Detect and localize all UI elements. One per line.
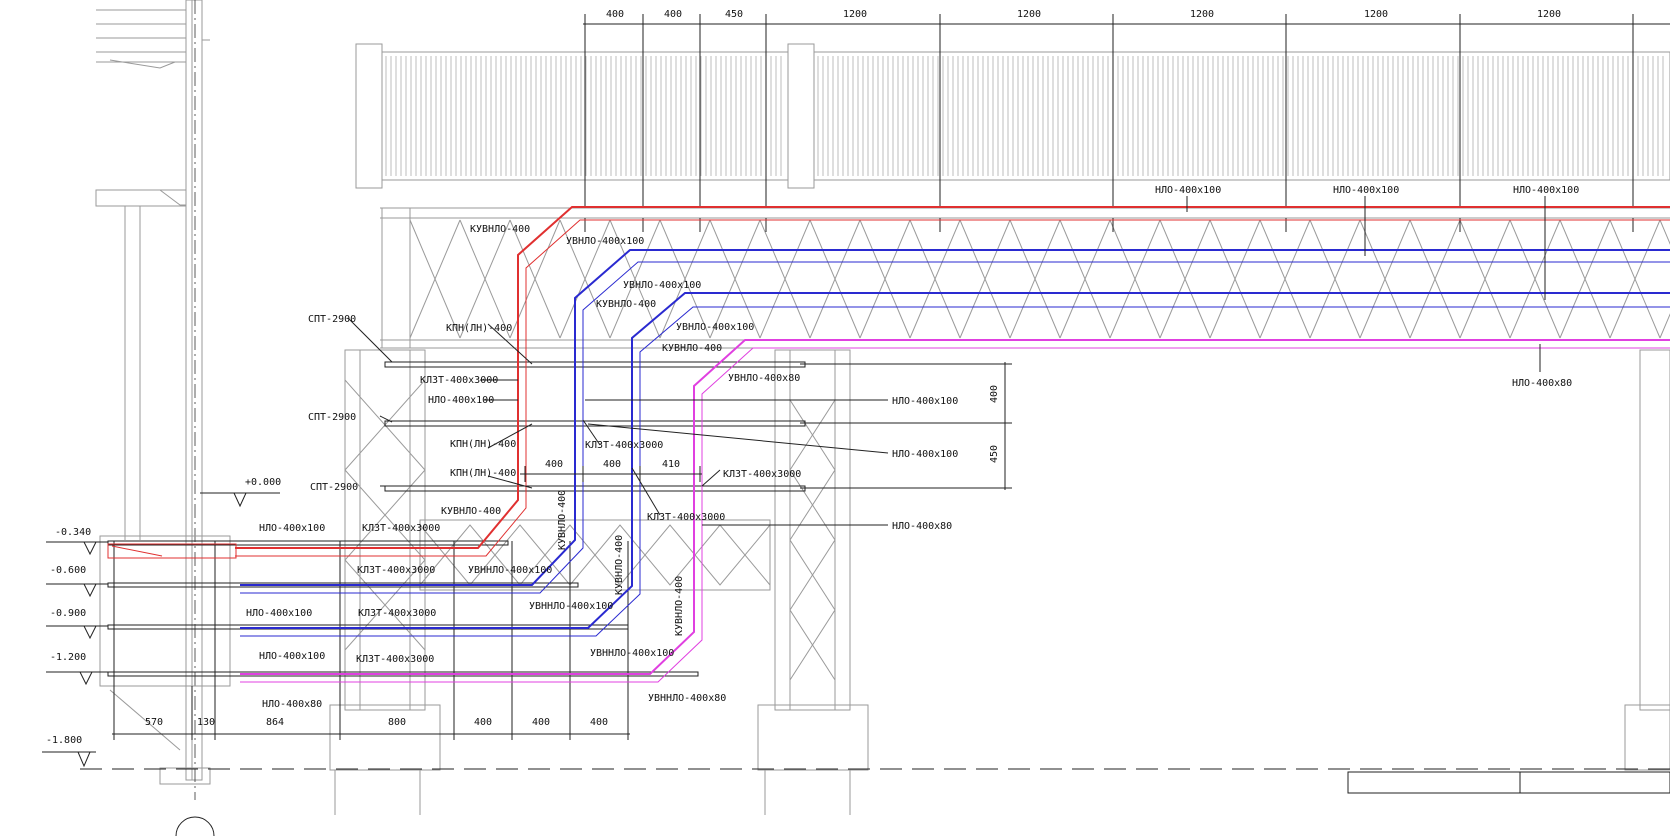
label-spt-3: СПТ-2900 — [310, 482, 358, 493]
top-dim-8: 1200 — [1537, 9, 1561, 20]
elevation-1800: -1.800 — [46, 735, 82, 746]
gap-dim-3: 410 — [662, 459, 680, 470]
bottom-dim-3: 864 — [266, 717, 284, 728]
label-uvnlo-80: УВНЛО-400х80 — [728, 373, 800, 384]
label-klzt-8: КЛЗТ-400х3000 — [356, 654, 434, 665]
label-uvnlo-2: УВНЛО-400х100 — [623, 280, 701, 291]
top-dim-5: 1200 — [1017, 9, 1041, 20]
elevation-0600: -0.600 — [50, 565, 86, 576]
label-kpn-1: КПН(ЛН)-400 — [446, 323, 512, 334]
title-block — [1347, 771, 1670, 794]
label-klzt-1: КЛЗТ-400х3000 — [420, 375, 498, 386]
leader-lines — [347, 196, 1546, 526]
main-truss — [380, 207, 1670, 349]
gap-dim-1: 400 — [545, 459, 563, 470]
label-klzt-6: КЛЗТ-400х3000 — [357, 565, 435, 576]
label-klzt-5: КЛЗТ-400х3000 — [362, 523, 440, 534]
label-kuvnlo-v3: КУВНЛО-400 — [674, 576, 685, 636]
label-nlo-top-3: НЛО-400х100 — [1513, 185, 1579, 196]
bottom-dim-2: 130 — [197, 717, 215, 728]
bottom-dim-4: 800 — [388, 717, 406, 728]
vertical-dimension: 400 450 — [800, 362, 1012, 490]
label-nlo-low-1: НЛО-400х100 — [259, 523, 325, 534]
gap-dim-2: 400 — [603, 459, 621, 470]
label-klzt-3: КЛЗТ-400х3000 — [723, 469, 801, 480]
label-kuvnlo-1: КУВНЛО-400 — [470, 224, 530, 235]
label-klzt-2: КЛЗТ-400х3000 — [585, 440, 663, 451]
elevation-0340: -0.340 — [55, 527, 91, 538]
label-kpn-3: КПН(ЛН)-400 — [450, 468, 516, 479]
labels: НЛО-400х100 НЛО-400х100 НЛО-400х100 НЛО-… — [246, 185, 1579, 710]
red-cable-tray — [107, 206, 1670, 559]
label-nlo-mid-1: НЛО-400х100 — [428, 395, 494, 406]
bottom-dim-1: 570 — [145, 717, 163, 728]
gap-dimension-chain: 400 400 410 — [520, 459, 702, 482]
label-nlo-low-3: НЛО-400х100 — [259, 651, 325, 662]
top-dim-2: 400 — [664, 9, 682, 20]
elevation-0900: -0.900 — [50, 608, 86, 619]
label-nlo-top-2: НЛО-400х100 — [1333, 185, 1399, 196]
label-nlo-low-2: НЛО-400х100 — [246, 608, 312, 619]
bottom-dimension-chain: 570 130 864 800 400 400 400 — [112, 686, 630, 740]
label-spt-1: СПТ-2900 — [308, 314, 356, 325]
label-uvnnlo-2: УВННЛО-400х100 — [529, 601, 613, 612]
label-nlo-80-right: НЛО-400х80 — [1512, 378, 1572, 389]
elevation-1200: -1.200 — [50, 652, 86, 663]
label-kuvnlo-v1: КУВНЛО-400 — [557, 490, 568, 550]
bottom-dim-5: 400 — [474, 717, 492, 728]
label-uvnlo-3: УВНЛО-400х100 — [676, 322, 754, 333]
label-nlo-right-2: НЛО-400х100 — [892, 449, 958, 460]
label-nlo-right-1: НЛО-400х100 — [892, 396, 958, 407]
label-spt-2: СПТ-2900 — [308, 412, 356, 423]
label-nlo-top-1: НЛО-400х100 — [1155, 185, 1221, 196]
label-kuvnlo-3: КУВНЛО-400 — [662, 343, 722, 354]
label-kuvnlo-4: КУВНЛО-400 — [441, 506, 501, 517]
bottom-dim-7: 400 — [590, 717, 608, 728]
vertical-dim-2: 450 — [989, 445, 1000, 463]
blue-cable-tray-upper — [240, 249, 1670, 594]
magenta-cable-tray — [240, 339, 1670, 683]
label-nlo-low-80: НЛО-400х80 — [262, 699, 322, 710]
label-kuvnlo-2: КУВНЛО-400 — [596, 299, 656, 310]
label-klzt-4: КЛЗТ-400х3000 — [647, 512, 725, 523]
overhead-panel — [355, 43, 1670, 189]
top-dim-4: 1200 — [843, 9, 867, 20]
elevation-marks: +0.000 -0.340 -0.600 -0.900 -1.200 -1.80… — [42, 477, 281, 768]
label-uvnnlo-80: УВННЛО-400х80 — [648, 693, 726, 704]
elevation-0000: +0.000 — [245, 477, 281, 488]
top-dim-7: 1200 — [1364, 9, 1388, 20]
label-nlo-right-80: НЛО-400х80 — [892, 521, 952, 532]
label-uvnlo-1: УВНЛО-400х100 — [566, 236, 644, 247]
bottom-dim-6: 400 — [532, 717, 550, 728]
label-klzt-7: КЛЗТ-400х3000 — [358, 608, 436, 619]
top-dimension-chain: 400 400 450 1200 1200 1200 1200 1200 — [583, 9, 1670, 205]
label-uvnnlo-3: УВННЛО-400х100 — [590, 648, 674, 659]
top-dim-3: 450 — [725, 9, 743, 20]
label-uvnnlo-1: УВННЛО-400х100 — [468, 565, 552, 576]
label-kuvnlo-v2: КУВНЛО-400 — [614, 535, 625, 595]
top-dim-6: 1200 — [1190, 9, 1214, 20]
label-kpn-2: КПН(ЛН)-400 — [450, 439, 516, 450]
left-building-structure — [95, 0, 231, 836]
top-dim-1: 400 — [606, 9, 624, 20]
vertical-dim-1: 400 — [989, 385, 1000, 403]
